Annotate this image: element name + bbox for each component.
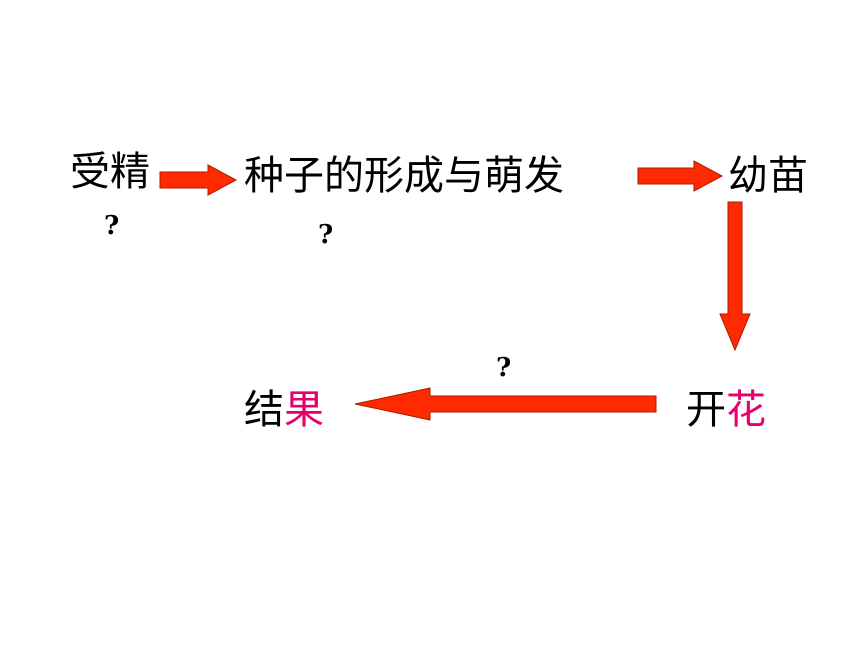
node-fruiting-prefix: 结	[244, 387, 284, 433]
node-fruiting-accent: 果	[284, 387, 324, 433]
node-seedling: 幼苗	[728, 156, 808, 196]
node-fertilization-label: 受精	[70, 149, 150, 195]
node-seed-formation-label: 种子的形成与萌发	[244, 153, 564, 199]
arrow-right-icon	[637, 160, 724, 192]
question-mark-3: ?	[496, 353, 512, 383]
node-fruiting: 结果	[244, 390, 324, 430]
node-seed-formation-germination: 种子的形成与萌发	[244, 156, 564, 196]
arrow-down-icon	[719, 201, 751, 352]
node-flowering: 开花	[686, 390, 766, 430]
question-mark-1: ?	[104, 211, 120, 241]
node-fertilization: 受精	[70, 152, 150, 192]
node-seedling-label: 幼苗	[728, 153, 808, 199]
node-flowering-prefix: 开	[686, 387, 726, 433]
node-flowering-accent: 花	[726, 387, 766, 433]
arrow-right-icon	[159, 164, 238, 196]
question-mark-2: ?	[318, 220, 334, 250]
arrow-left-icon	[354, 387, 657, 421]
